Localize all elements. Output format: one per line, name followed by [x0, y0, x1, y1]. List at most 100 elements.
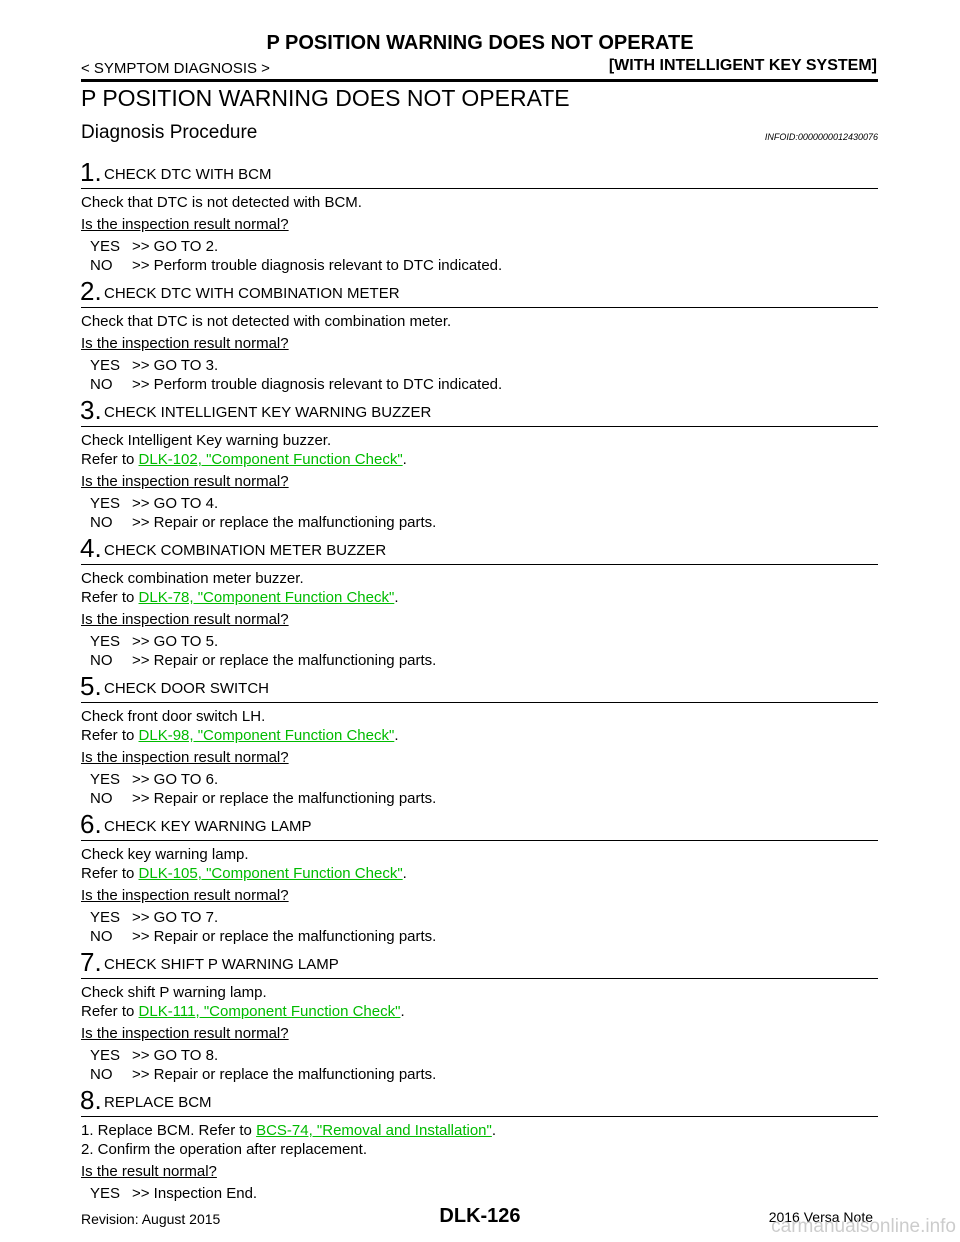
step-body: Check key warning lamp.Refer to DLK-105,… [81, 841, 878, 946]
step-instruction: Check shift P warning lamp. [81, 984, 267, 1001]
step-instruction: 2. Confirm the operation after replaceme… [81, 1141, 367, 1158]
step-number: 7. [80, 947, 102, 977]
step-title: CHECK DTC WITH COMBINATION METER [104, 285, 400, 302]
answer-no-text: >> Perform trouble diagnosis relevant to… [132, 376, 503, 393]
answer-no-text: >> Repair or replace the malfunctioning … [132, 1066, 437, 1083]
answer-yes-text: >> GO TO 6. [132, 771, 219, 788]
answer-list: YES>> GO TO 6.NO>> Repair or replace the… [81, 770, 878, 808]
reference-line: Refer to DLK-102, "Component Function Ch… [81, 450, 878, 469]
header-rule [81, 79, 878, 82]
step-header: 6.CHECK KEY WARNING LAMP [80, 808, 878, 841]
step-header: 1.CHECK DTC WITH BCM [80, 156, 878, 189]
step-1: 1.CHECK DTC WITH BCM Check that DTC is no… [80, 156, 878, 275]
answer-no-label: NO [90, 514, 113, 531]
reference-suffix: . [402, 865, 407, 882]
inspection-question: Is the inspection result normal? [81, 216, 289, 233]
reference-prefix: Refer to [81, 589, 139, 606]
answer-yes-text: >> GO TO 5. [132, 633, 219, 650]
reference-suffix: . [394, 589, 399, 606]
step-number: 5. [80, 671, 102, 701]
reference-link[interactable]: DLK-98, "Component Function Check" [138, 727, 395, 744]
answer-yes-label: YES [90, 1185, 121, 1202]
reference-prefix: 1. Replace BCM. Refer to [81, 1122, 257, 1139]
answer-no: NO>> Repair or replace the malfunctionin… [90, 513, 878, 532]
answer-list: YES>> GO TO 5.NO>> Repair or replace the… [81, 632, 878, 670]
step-title: CHECK DOOR SWITCH [104, 680, 269, 697]
step-title: CHECK DTC WITH BCM [104, 166, 272, 183]
answer-yes-label: YES [90, 357, 121, 374]
step-header: 3.CHECK INTELLIGENT KEY WARNING BUZZER [80, 394, 878, 427]
reference-line: Refer to DLK-111, "Component Function Ch… [81, 1002, 878, 1021]
answer-yes-text: >> GO TO 8. [132, 1047, 219, 1064]
answer-list: YES>> GO TO 2.NO>> Perform trouble diagn… [81, 237, 878, 275]
answer-yes-label: YES [90, 495, 121, 512]
answer-yes-text: >> GO TO 4. [132, 495, 219, 512]
step-title: CHECK COMBINATION METER BUZZER [104, 542, 387, 559]
reference-link[interactable]: DLK-78, "Component Function Check" [138, 589, 395, 606]
answer-no-label: NO [90, 1066, 113, 1083]
inspection-question: Is the inspection result normal? [81, 1025, 289, 1042]
answer-no: NO>> Perform trouble diagnosis relevant … [90, 256, 878, 275]
reference-prefix: Refer to [81, 865, 139, 882]
reference-prefix: Refer to [81, 727, 139, 744]
step-header: 4.CHECK COMBINATION METER BUZZER [80, 532, 878, 565]
answer-yes: YES >> GO TO 4. [90, 494, 878, 513]
system-label: [WITH INTELLIGENT KEY SYSTEM] [608, 57, 877, 74]
answer-no-label: NO [90, 652, 113, 669]
step-body: Check combination meter buzzer.Refer to … [81, 565, 878, 670]
reference-link[interactable]: BCS-74, "Removal and Installation" [256, 1122, 492, 1139]
inspection-question: Is the result normal? [81, 1163, 217, 1180]
answer-no-label: NO [90, 257, 113, 274]
reference-suffix: . [491, 1122, 497, 1139]
step-number: 4. [80, 533, 102, 563]
step-instruction: Check that DTC is not detected with BCM. [81, 194, 362, 211]
inspection-question: Is the inspection result normal? [81, 749, 289, 766]
step-title: CHECK INTELLIGENT KEY WARNING BUZZER [104, 404, 432, 421]
answer-yes: YES>> Inspection End. [90, 1184, 878, 1203]
procedure-title: Diagnosis Procedure [81, 122, 258, 143]
step-title: CHECK KEY WARNING LAMP [104, 818, 312, 835]
reference-link[interactable]: DLK-102, "Component Function Check" [138, 451, 403, 468]
step-body: Check Intelligent Key warning buzzer.Ref… [81, 427, 878, 532]
step-title: REPLACE BCM [104, 1094, 212, 1111]
inspection-question: Is the inspection result normal? [81, 611, 289, 628]
answer-yes-label: YES [90, 909, 121, 926]
step-2: 2.CHECK DTC WITH COMBINATION METER Check … [80, 275, 878, 394]
reference-link[interactable]: DLK-105, "Component Function Check" [138, 865, 403, 882]
answer-no-label: NO [90, 928, 113, 945]
step-header: 2.CHECK DTC WITH COMBINATION METER [80, 275, 878, 308]
answer-yes: YES >> GO TO 7. [90, 908, 878, 927]
answer-yes-label: YES [90, 238, 121, 255]
page-number: DLK-126 [439, 1205, 521, 1227]
step-number: 2. [80, 276, 102, 306]
step-header: 7.CHECK SHIFT P WARNING LAMP [80, 946, 878, 979]
answer-yes-text: >> GO TO 7. [132, 909, 219, 926]
reference-line: Refer to DLK-78, "Component Function Che… [81, 588, 878, 607]
info-id: INFOID:0000000012430076 [764, 132, 878, 142]
reference-link[interactable]: DLK-111, "Component Function Check" [138, 1003, 401, 1020]
step-instruction: Check Intelligent Key warning buzzer. [81, 432, 332, 449]
answer-no-label: NO [90, 376, 113, 393]
answer-no: NO >> Repair or replace the malfunctionin… [90, 1065, 878, 1084]
answer-list: YES >> GO TO 7.NO>> Repair or replace the… [81, 908, 878, 946]
step-number: 6. [80, 809, 102, 839]
reference-line: Refer to DLK-105, "Component Function Ch… [81, 864, 878, 883]
step-number: 3. [80, 395, 102, 425]
step-instruction: Check front door switch LH. [81, 708, 266, 725]
answer-no: NO>> Repair or replace the malfunctionin… [90, 927, 878, 946]
step-5: 5.CHECK DOOR SWITCH Check front door swit… [80, 670, 878, 808]
inspection-question: Is the inspection result normal? [81, 335, 289, 352]
model-label: 2016 Versa Note [768, 1209, 873, 1225]
answer-yes: YES>> GO TO 5. [90, 632, 878, 651]
step-instruction: Check that DTC is not detected with comb… [81, 313, 452, 330]
answer-list: YES>> GO TO 8.NO>> Repair or replace the… [81, 1046, 878, 1084]
reference-suffix: . [402, 451, 407, 468]
step-body: 1. Replace BCM. Refer to BCS-74, "Remova… [81, 1117, 878, 1203]
step-instruction: Check combination meter buzzer. [81, 570, 304, 587]
reference-prefix: Refer to [81, 1003, 139, 1020]
step-number: 8. [80, 1085, 102, 1115]
page-title: P POSITION WARNING DOES NOT OPERATE [81, 85, 570, 111]
